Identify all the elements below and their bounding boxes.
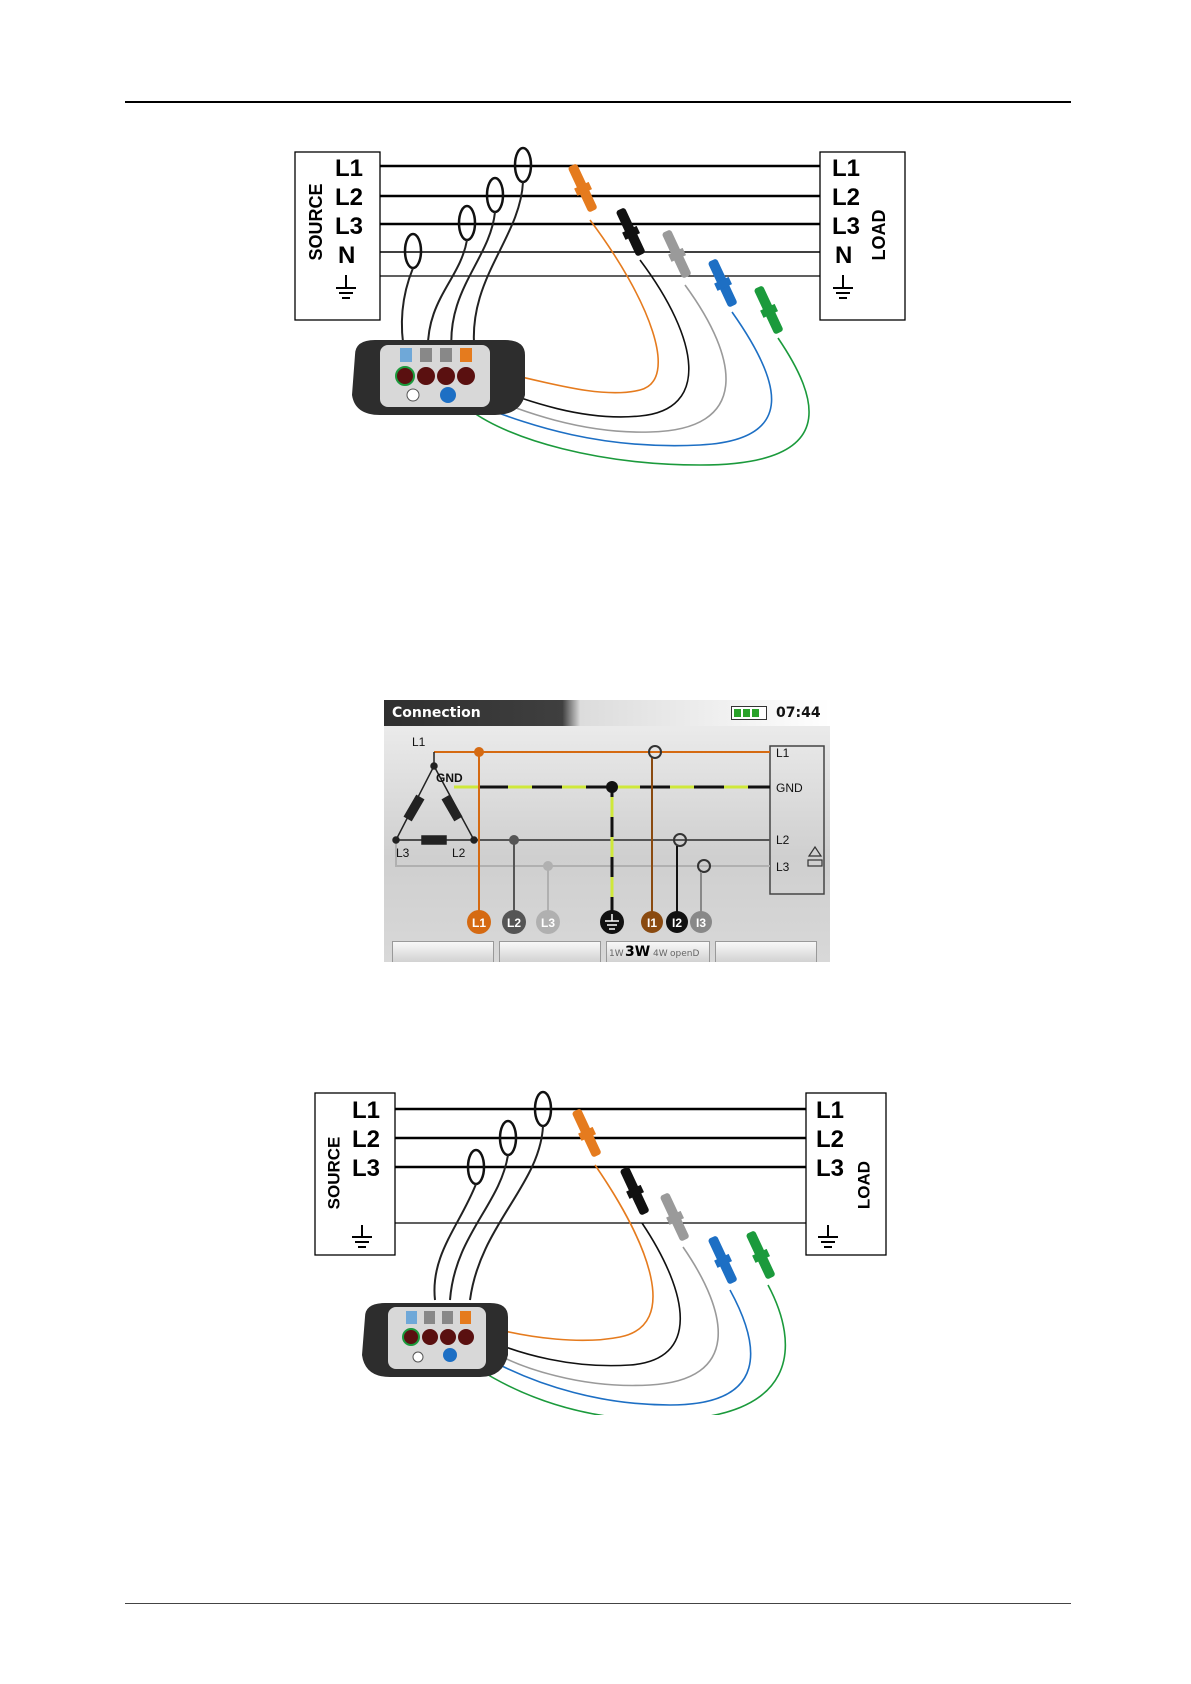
terminal-l2: L2 — [507, 916, 521, 930]
voltage-probes — [565, 162, 787, 336]
load-line-l3: L3 — [816, 1155, 844, 1182]
load-line-l1: L1 — [832, 155, 860, 182]
function-key-f4[interactable] — [715, 941, 817, 962]
terminal-gnd-icon — [600, 910, 624, 934]
terminal-i2: I2 — [672, 916, 682, 930]
source-line-n: N — [338, 242, 355, 269]
bus-lines — [380, 166, 820, 276]
source-line-l3: L3 — [335, 213, 363, 240]
mode-option-4w[interactable]: 4W — [653, 949, 668, 959]
right-label-gnd: GND — [776, 781, 803, 795]
terminal-i1: I1 — [647, 916, 657, 930]
source-line-l1: L1 — [352, 1097, 380, 1124]
footer-rule — [125, 1603, 1071, 1604]
mode-option-1w[interactable]: 1W — [609, 949, 624, 959]
voltage-probes — [569, 1107, 779, 1286]
load-line-l2: L2 — [832, 184, 860, 211]
probe-cables — [470, 220, 809, 465]
source-line-l2: L2 — [335, 184, 363, 211]
wiring-diagram-3w: SOURCE L1 L2 L3 LOAD L1 L2 L3 — [300, 1085, 900, 1415]
source-label: SOURCE — [306, 183, 326, 260]
node-gnd: GND — [436, 771, 463, 785]
connection-screen: Connection 07:44 L1 GND L3 L2 L1 — [384, 700, 830, 962]
right-label-l2: L2 — [776, 833, 790, 847]
load-label: LOAD — [869, 210, 889, 261]
wiring-diagram-4w: SOURCE L1 L2 L3 N LOAD L1 L2 L3 N — [280, 140, 920, 510]
connection-diagram: L1 GND L3 L2 L1 GND L2 L3 L1 L2 L3 — [384, 726, 830, 962]
screen-title: Connection — [392, 705, 481, 721]
delta-source — [393, 752, 477, 844]
load-line-l3: L3 — [832, 213, 860, 240]
right-label-l1: L1 — [776, 746, 790, 760]
screen-header: Connection 07:44 — [384, 700, 830, 726]
header-rule — [125, 101, 1071, 103]
clock: 07:44 — [776, 705, 821, 721]
clamp-i1-icon — [649, 746, 661, 916]
mode-option-3w-selected[interactable]: 3W — [625, 944, 650, 960]
probe-cables — [480, 1165, 785, 1415]
clamp-cables — [434, 1126, 543, 1300]
node-l3: L3 — [396, 846, 410, 860]
source-line-l2: L2 — [352, 1126, 380, 1153]
load-line-l2: L2 — [816, 1126, 844, 1153]
node-l2: L2 — [452, 846, 466, 860]
instrument-device — [352, 340, 525, 415]
load-line-l1: L1 — [816, 1097, 844, 1124]
load-line-n: N — [835, 242, 852, 269]
connection-mode-selector[interactable]: 1W 3W 4W openD — [606, 941, 710, 962]
mode-option-opend[interactable]: openD — [670, 949, 699, 959]
load-label: LOAD — [854, 1161, 873, 1209]
load-icon — [808, 847, 822, 866]
instrument-device — [362, 1303, 508, 1377]
bus-lines — [395, 1109, 806, 1223]
function-key-f1[interactable] — [392, 941, 494, 962]
battery-icon — [731, 706, 767, 720]
clamp-i3-icon — [698, 860, 710, 916]
right-label-l3: L3 — [776, 860, 790, 874]
clamp-i2-icon — [674, 834, 686, 916]
terminal-l3: L3 — [541, 916, 555, 930]
terminal-l1: L1 — [472, 916, 486, 930]
function-key-f2[interactable] — [499, 941, 601, 962]
source-line-l1: L1 — [335, 155, 363, 182]
source-line-l3: L3 — [352, 1155, 380, 1182]
source-label: SOURCE — [324, 1137, 343, 1210]
terminal-i3: I3 — [696, 916, 706, 930]
node-l1: L1 — [412, 735, 426, 749]
